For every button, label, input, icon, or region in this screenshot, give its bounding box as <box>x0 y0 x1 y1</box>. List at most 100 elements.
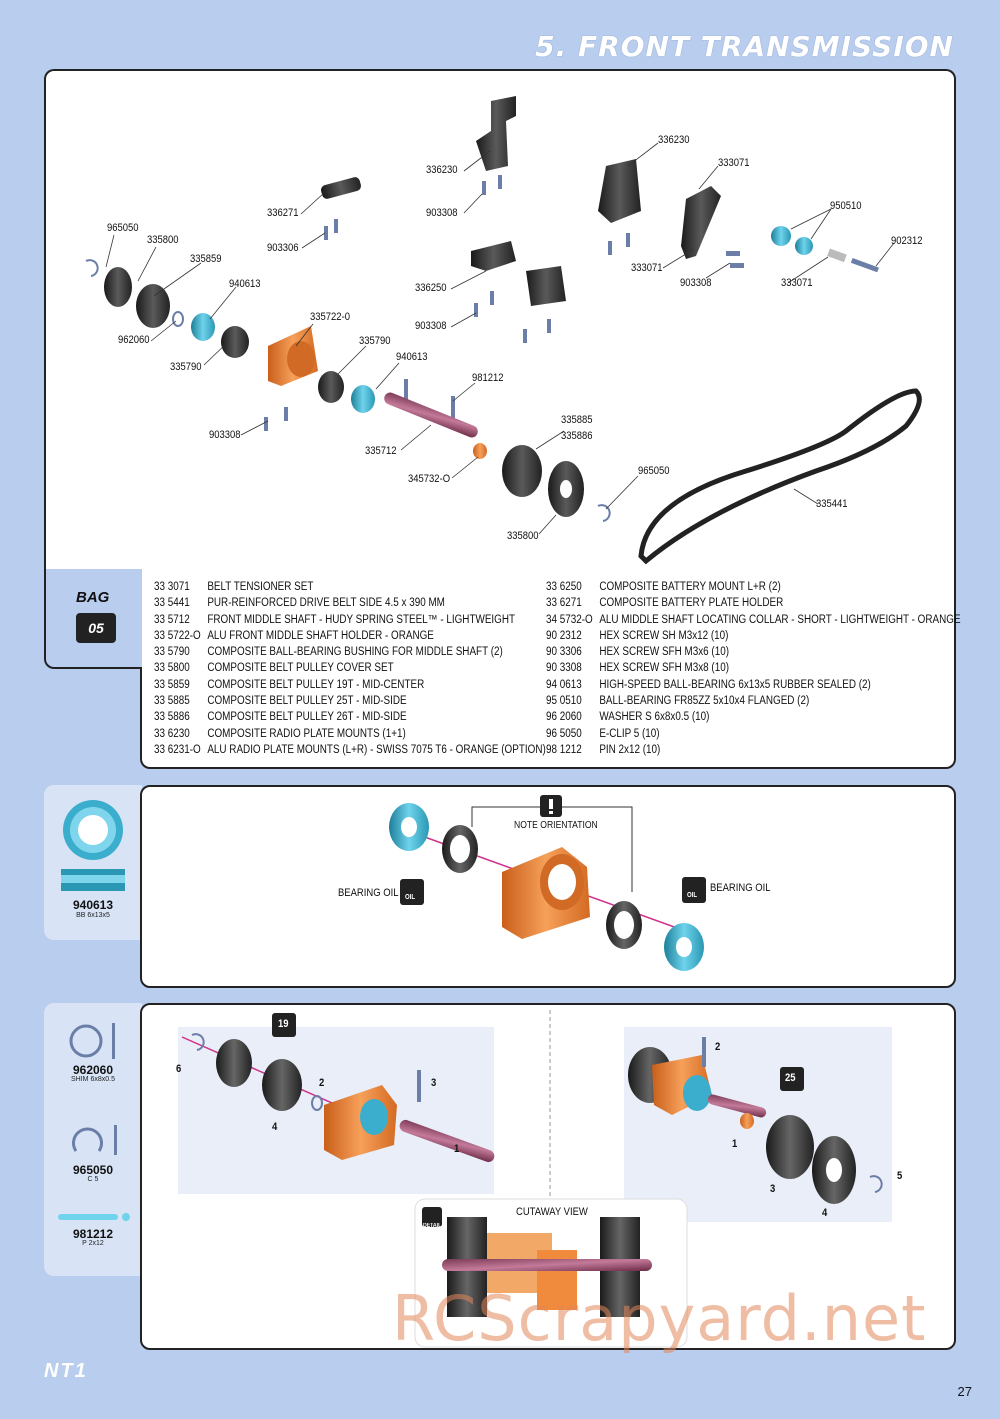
label-335800: 335800 <box>147 234 179 246</box>
label-950510: 950510 <box>830 200 862 212</box>
side-sub: P 2x12 <box>82 1240 104 1247</box>
bag-number: 05 <box>76 613 116 643</box>
label-336230: 336230 <box>426 164 458 176</box>
step-marker: 4 <box>822 1207 828 1219</box>
side-card-bearing: 940613 BB 6x13x5 <box>44 785 142 940</box>
label-335886: 335886 <box>561 430 593 442</box>
pulley-19-badge: 19 <box>278 1018 289 1030</box>
side-card-small-parts: 962060 SHIM 6x8x0.5 965050 C 5 981212 P … <box>44 1003 142 1276</box>
side-sub: C 5 <box>87 1176 99 1183</box>
step-marker: 6 <box>176 1063 182 1075</box>
label-345732-0: 345732-O <box>408 473 451 485</box>
bag-tab: BAG 05 <box>44 569 142 669</box>
bag-label: BAG <box>76 589 110 606</box>
label-965050: 965050 <box>638 465 670 477</box>
pulley-25-badge: 25 <box>785 1072 796 1084</box>
label-903308: 903308 <box>415 320 447 332</box>
label-333071: 333071 <box>718 157 750 169</box>
side-code: 981212 <box>72 1227 114 1241</box>
label-965050: 965050 <box>107 222 139 234</box>
label-981212: 981212 <box>472 372 504 384</box>
page-number: 27 <box>957 1384 972 1399</box>
label-335885: 335885 <box>561 414 593 426</box>
step-marker: 3 <box>431 1077 437 1089</box>
label-335790: 335790 <box>170 361 202 373</box>
bearing-oil-label-left: BEARING OIL <box>338 887 399 899</box>
note-orientation-label: NOTE ORIENTATION <box>514 820 598 831</box>
side-code: 965050 <box>72 1163 114 1177</box>
label-336250: 336250 <box>415 282 447 294</box>
label-902312: 902312 <box>891 235 923 247</box>
side-code: 940613 <box>72 898 114 912</box>
detail-badge: DETAIL <box>423 1223 442 1229</box>
step-marker: 4 <box>272 1121 278 1133</box>
side-sub: SHIM 6x8x0.5 <box>71 1076 115 1083</box>
step-marker: 1 <box>732 1138 738 1150</box>
step-marker: 3 <box>770 1183 776 1195</box>
step2-panel: 19 25 CUTAWAY VIEW DETAIL 6 4 2 3 1 2 1 … <box>140 1003 956 1350</box>
label-336230: 336230 <box>658 134 690 146</box>
label-335722-0: 335722-0 <box>310 311 350 323</box>
step-marker: 5 <box>897 1170 903 1182</box>
label-335859: 335859 <box>190 253 222 265</box>
label-903308: 903308 <box>426 207 458 219</box>
exploded-view-panel: 336230 903308 336271 903306 336230 33307… <box>44 69 956 569</box>
label-333071: 333071 <box>631 262 663 274</box>
label-335800: 335800 <box>507 530 539 542</box>
watermark: RCScrapyard.net <box>392 1282 927 1355</box>
label-940613: 940613 <box>396 351 428 363</box>
label-333071: 333071 <box>781 277 813 289</box>
bearing-icon <box>61 800 125 891</box>
side-code: 962060 <box>72 1063 114 1077</box>
label-903308: 903308 <box>209 429 241 441</box>
step2-drawing <box>178 1010 892 1348</box>
small-parts-icons <box>58 1023 130 1221</box>
label-962060: 962060 <box>118 334 150 346</box>
bearing-oil-label-right: BEARING OIL <box>710 882 771 894</box>
step-marker: 2 <box>319 1077 325 1089</box>
step1-drawing <box>389 795 706 971</box>
step1-panel: NOTE ORIENTATION BEARING OIL BEARING OIL… <box>140 785 956 988</box>
brand-logo: NT1 <box>44 1360 88 1382</box>
label-903308: 903308 <box>680 277 712 289</box>
step-marker: 1 <box>454 1143 460 1155</box>
label-336271: 336271 <box>267 207 299 219</box>
exploded-view-drawing <box>85 96 922 565</box>
page-title: 5. FRONT TRANSMISSION <box>535 30 954 63</box>
label-335790: 335790 <box>359 335 391 347</box>
oil-badge-right: OIL <box>687 892 698 899</box>
step-marker: 2 <box>715 1041 721 1053</box>
label-903306: 903306 <box>267 242 299 254</box>
label-335712: 335712 <box>365 445 397 457</box>
side-sub: BB 6x13x5 <box>76 912 110 919</box>
cutaway-view-label: CUTAWAY VIEW <box>516 1206 588 1218</box>
label-940613: 940613 <box>229 278 261 290</box>
oil-badge-left: OIL <box>405 894 416 901</box>
label-335441: 335441 <box>816 498 848 510</box>
